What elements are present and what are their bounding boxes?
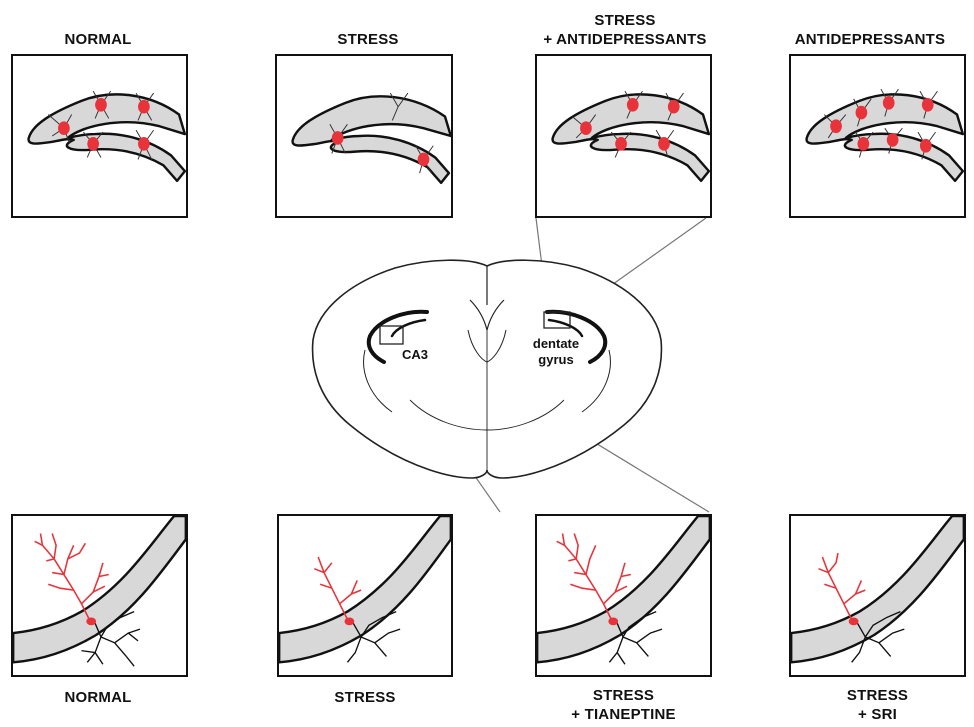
dentate-panel-stress-antidepressants xyxy=(535,54,712,218)
apical-dendrites xyxy=(818,553,865,619)
label-dentate-gyrus: dentate gyrus xyxy=(524,336,588,368)
ca3-panel-stress xyxy=(277,514,453,677)
dentate-panel-antidepressants xyxy=(789,54,966,218)
label-bottom-stress-sri: STRESS + SRI xyxy=(789,686,966,724)
dentate-panel-normal xyxy=(11,54,188,218)
label-line: STRESS xyxy=(789,686,966,705)
label-bottom-stress-tianeptine: STRESS + TIANEPTINE xyxy=(535,686,712,724)
dentate-panel-stress xyxy=(275,54,453,218)
ca3-neuron-stress-sri xyxy=(791,516,964,675)
dentate-gyrus-antidepressants xyxy=(791,56,964,216)
ca3-neuron-stress xyxy=(279,516,451,675)
label-top-stress-antidepressants: STRESS + ANTIDEPRESSANTS xyxy=(500,11,750,49)
label-line: STRESS xyxy=(535,686,712,705)
ca3-panel-stress-sri xyxy=(789,514,966,677)
label-top-normal: NORMAL xyxy=(8,30,188,49)
label-ca3: CA3 xyxy=(397,347,433,363)
label-top-stress: STRESS xyxy=(278,30,458,49)
label-line: gyrus xyxy=(524,352,588,368)
ca3-panel-stress-tianeptine xyxy=(535,514,712,677)
ca3-neuron-normal xyxy=(13,516,186,675)
label-line: + TIANEPTINE xyxy=(535,705,712,724)
label-bottom-stress: STRESS xyxy=(275,688,455,707)
label-line: dentate xyxy=(524,336,588,352)
dentate-gyrus-stress xyxy=(277,56,451,216)
dentate-gyrus-stress-antidepressants xyxy=(537,56,710,216)
label-bottom-normal: NORMAL xyxy=(8,688,188,707)
ca3-neuron-stress-tianeptine xyxy=(537,516,710,675)
label-line: + SRI xyxy=(789,705,966,724)
coronal-brain-section xyxy=(313,260,662,478)
dentate-gyrus-normal xyxy=(13,56,186,216)
label-line: STRESS xyxy=(500,11,750,30)
label-line: + ANTIDEPRESSANTS xyxy=(500,30,750,49)
ca3-panel-normal xyxy=(11,514,188,677)
label-top-antidepressants: ANTIDEPRESSANTS xyxy=(766,30,974,49)
